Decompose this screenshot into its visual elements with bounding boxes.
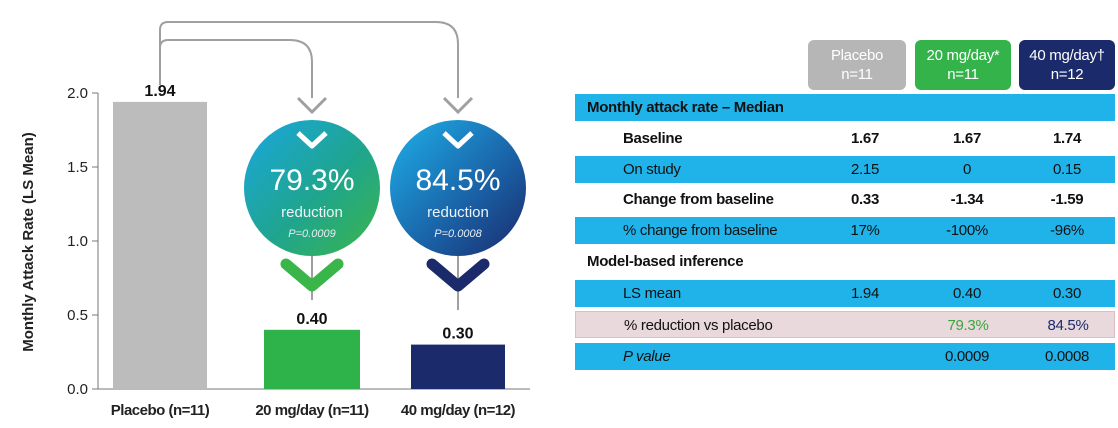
cell-20mg: 0.40 [953,285,981,302]
cell-40mg: 0.30 [1053,285,1081,302]
header-placebo-n: n=11 [841,66,873,83]
header-20mg: 20 mg/day* n=11 [915,40,1011,90]
row-label: % change from baseline [623,222,778,239]
reduction-badge-20mg: 79.3% reduction P=0.0009 [244,120,380,256]
header-40mg-name: 40 mg/day† [1029,47,1105,64]
cell-40mg: -1.59 [1050,191,1084,208]
row-label: % reduction vs placebo [624,317,773,334]
cell-20mg: 0 [962,161,972,178]
y-tick-label: 0.0 [67,381,88,398]
header-40mg-n: n=12 [1050,66,1084,83]
section-title: Model-based inference [587,253,744,270]
arrowhead-20mg [296,96,328,115]
table-row: On study 2.15 0 0.15 [575,156,1115,183]
row-label: Change from baseline [623,191,774,208]
cell-40mg: -96% [1050,222,1084,239]
header-placebo-name: Placebo [830,47,884,64]
reduction-percent-40mg: 84.5% [415,164,500,197]
bar-value-label: 0.40 [296,311,327,328]
cell-40mg: 84.5% [1047,317,1089,334]
cell-placebo: 1.67 [851,130,879,147]
cell-20mg: 1.67 [953,130,981,147]
arrowhead-40mg [442,96,474,115]
chevron-down-icon [426,258,490,292]
table-row: LS mean 1.94 0.40 0.30 [575,280,1115,307]
header-20mg-n: n=11 [947,66,979,83]
row-label: Baseline [623,130,683,147]
y-tick-label: 1.5 [67,159,88,176]
y-tick-label: 1.0 [67,233,88,250]
table-row: P value 0.0009 0.0008 [575,343,1115,370]
section-title: Monthly attack rate – Median [587,99,784,116]
bar-3 [411,344,505,389]
x-category-label: 20 mg/day (n=11) [255,402,369,419]
cell-40mg: 1.74 [1053,130,1081,147]
x-category-label: Placebo (n=11) [111,402,210,419]
section-header-model: Model-based inference [575,248,1115,275]
cell-20mg: -100% [946,222,988,239]
y-tick-label: 0.5 [67,307,88,324]
cell-40mg: 0.0008 [1044,348,1090,365]
reduction-pvalue-40mg: P=0.0008 [434,228,482,240]
reduction-percent-20mg: 79.3% [269,164,354,197]
cell-20mg: -1.34 [950,191,984,208]
cell-placebo: 17% [850,222,880,239]
cell-40mg: 0.15 [1053,161,1081,178]
chevron-down-icon [296,131,328,149]
row-label: P value [623,348,671,365]
cell-placebo: 0.33 [851,191,879,208]
cell-20mg: 79.3% [947,317,989,334]
section-header-median: Monthly attack rate – Median [575,94,1115,121]
bar-chart: Monthly Attack Rate (LS Mean) 0.0 0.5 1.0 1… [20,21,530,419]
table-row: % change from baseline 17% -100% -96% [575,217,1115,244]
bar-value-label: 1.94 [144,83,175,100]
cell-placebo: 2.15 [851,161,879,178]
table-row: % reduction vs placebo 79.3% 84.5% [575,311,1115,338]
reduction-pvalue-20mg: P=0.0009 [288,228,335,240]
cell-20mg: 0.0009 [944,348,990,365]
y-tick-label: 2.0 [67,85,88,102]
bar-value-label: 0.30 [442,326,473,343]
header-placebo: Placebo n=11 [808,40,906,90]
reduction-word-40mg: reduction [427,204,489,221]
y-axis-title: Monthly Attack Rate (LS Mean) [20,132,37,351]
x-category-label: 40 mg/day (n=12) [401,402,516,419]
row-label: LS mean [623,285,681,302]
bar-1 [113,101,207,389]
cell-placebo: 1.94 [851,285,879,302]
table-row: Change from baseline 0.33 -1.34 -1.59 [575,186,1115,213]
bar-2 [264,329,360,389]
connector-arrow-placebo-to-20mg [159,39,313,98]
reduction-word-20mg: reduction [281,204,343,221]
row-label: On study [623,161,681,178]
header-40mg: 40 mg/day† n=12 [1019,40,1115,90]
table-row: Baseline 1.67 1.67 1.74 [575,125,1115,152]
chevron-down-icon [280,258,344,292]
chevron-down-icon [442,131,474,149]
connector-arrow-placebo-to-40mg [159,21,459,98]
reduction-badge-40mg: 84.5% reduction P=0.0008 [390,120,526,256]
header-20mg-name: 20 mg/day* [926,47,1000,64]
